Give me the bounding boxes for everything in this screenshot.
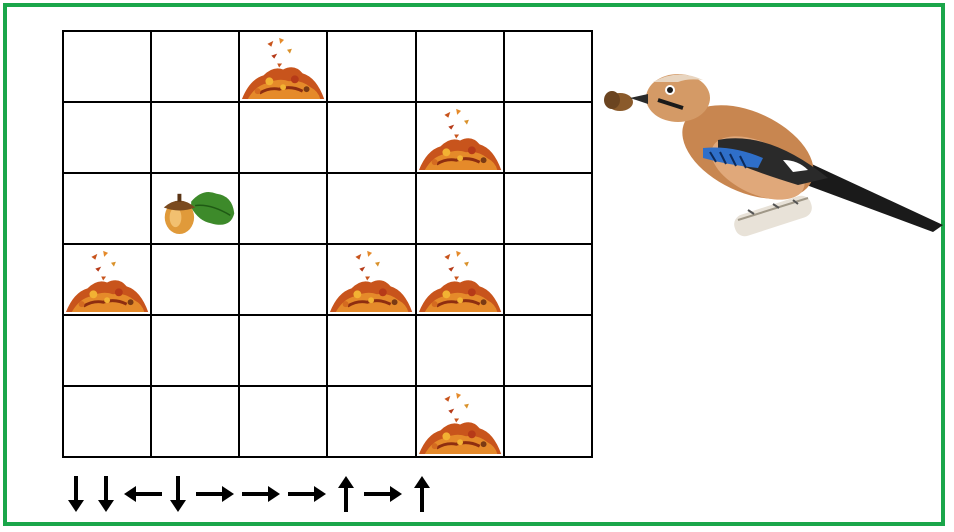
grid-cell [328, 174, 416, 245]
game-grid [62, 30, 593, 458]
grid-cell [240, 174, 328, 245]
arrow-right-icon [288, 486, 326, 502]
grid-cell [505, 32, 593, 103]
jay-bird-icon [598, 60, 948, 250]
grid-cell [240, 32, 328, 103]
grid-cell [152, 387, 240, 458]
arrow-up-icon [414, 476, 430, 512]
arrow-left-icon [124, 486, 162, 502]
grid-cell [240, 387, 328, 458]
grid-cell [417, 387, 505, 458]
grid-cell [417, 174, 505, 245]
arrow-down-icon [170, 476, 186, 512]
arrow-down-icon [98, 476, 114, 512]
grid-cell [152, 316, 240, 387]
leaf-pile-icon [417, 103, 503, 172]
acorn-icon [152, 174, 238, 243]
grid-cell [328, 245, 416, 316]
arrow-right-icon [364, 486, 402, 502]
grid-cell [64, 316, 152, 387]
grid-cell [505, 316, 593, 387]
arrow-right-icon [196, 486, 234, 502]
grid-cell [328, 103, 416, 174]
grid-cell [505, 245, 593, 316]
grid-cell [64, 387, 152, 458]
grid-cell [417, 103, 505, 174]
leaf-pile-icon [64, 245, 150, 314]
grid-cell [152, 245, 240, 316]
grid-cell [505, 103, 593, 174]
grid-cell [328, 32, 416, 103]
grid-cell [64, 174, 152, 245]
grid-cell [417, 316, 505, 387]
grid-cell [152, 174, 240, 245]
grid-cell [152, 32, 240, 103]
grid-cell [240, 245, 328, 316]
arrow-down-icon [68, 476, 84, 512]
grid-cell [240, 103, 328, 174]
leaf-pile-icon [240, 32, 326, 101]
grid-cell [152, 103, 240, 174]
grid-cell [505, 387, 593, 458]
grid-cell [417, 245, 505, 316]
grid-cell [417, 32, 505, 103]
leaf-pile-icon [328, 245, 414, 314]
move-sequence [64, 468, 484, 518]
grid-cell [505, 174, 593, 245]
arrow-right-icon [242, 486, 280, 502]
grid-cell [64, 103, 152, 174]
grid-cell [328, 316, 416, 387]
leaf-pile-icon [417, 387, 503, 456]
grid-cell [240, 316, 328, 387]
grid-cell [64, 245, 152, 316]
arrow-up-icon [338, 476, 354, 512]
grid-cell [64, 32, 152, 103]
leaf-pile-icon [417, 245, 503, 314]
grid-cell [328, 387, 416, 458]
